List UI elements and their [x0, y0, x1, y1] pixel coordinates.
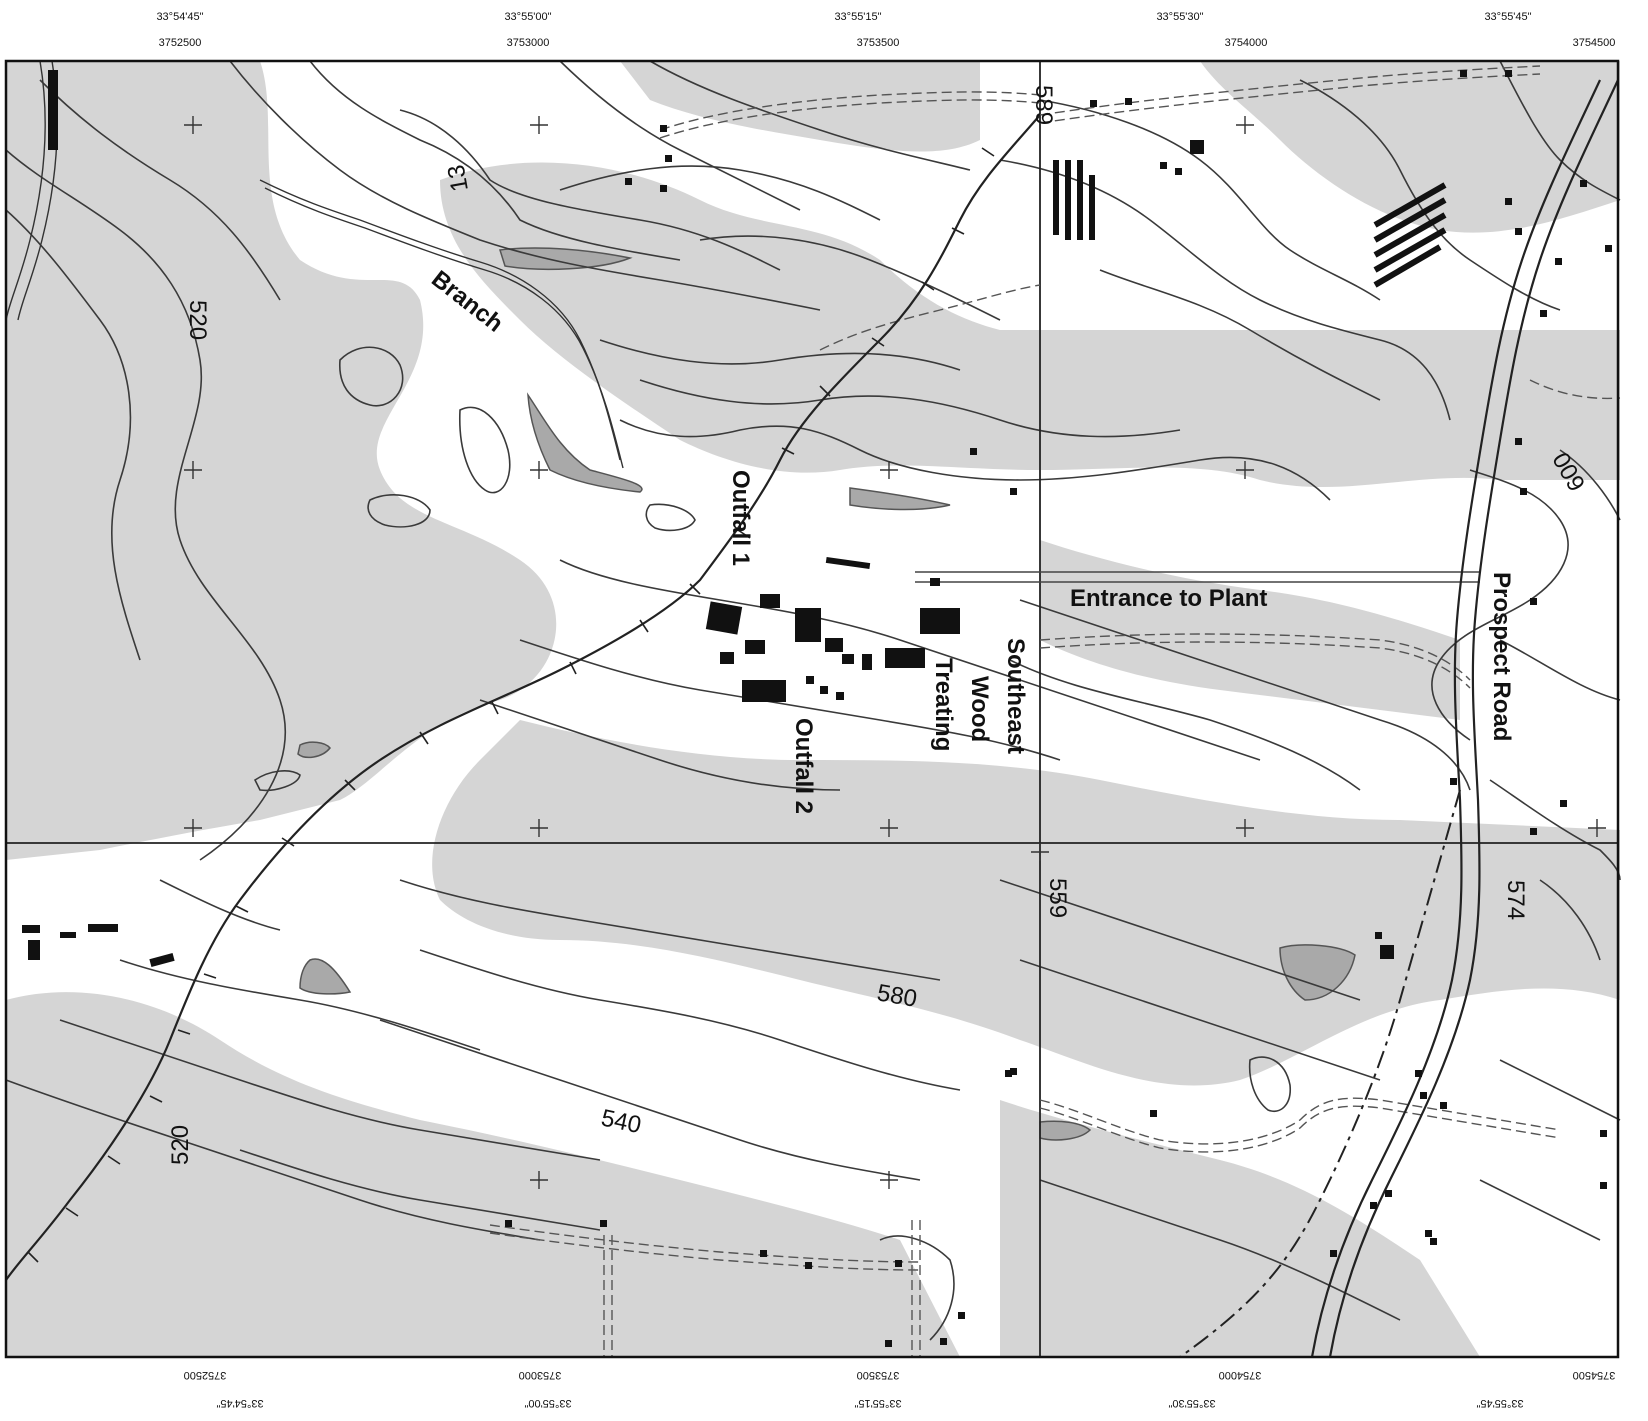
- top-lat-label-3: 33°55'15": [834, 11, 881, 23]
- water-areas: [297, 247, 1356, 1141]
- bottom-lat-label-4: 33°55'30": [1168, 1397, 1215, 1409]
- grid-lines: [6, 61, 1618, 1357]
- top-easting-label-2: 3753000: [507, 37, 550, 49]
- bottom-lat-label-3: 33°55'15": [854, 1397, 901, 1409]
- stripe-marks: [1053, 160, 1447, 288]
- outfall-1-label: Outfall 1: [727, 470, 754, 566]
- bottom-easting-label-4: 3754000: [1219, 1369, 1262, 1381]
- bottom-easting-label-1: 3752500: [184, 1369, 227, 1381]
- scattered-buildings: [505, 70, 1612, 1347]
- entrance-to-plant-label: Entrance to Plant: [1070, 585, 1267, 612]
- boundary-line: [1179, 789, 1461, 1358]
- plant-buildings: [705, 556, 960, 702]
- outfall-2-label: Outfall 2: [790, 718, 817, 814]
- entrance-road: [915, 571, 1480, 583]
- contour-lines: [5, 60, 1621, 1341]
- contour-label-589: 589: [1030, 85, 1057, 125]
- contour-label-520-top: 520: [184, 300, 211, 340]
- top-easting-label-4: 3754000: [1225, 37, 1268, 49]
- bottom-lat-label-2: 33°55'00": [524, 1397, 571, 1409]
- treating-label: Treating: [930, 658, 957, 751]
- prospect-road-line: [1310, 79, 1619, 1358]
- contour-label-520-bottom: 520: [167, 1125, 194, 1165]
- left-edge-marks: [22, 70, 175, 967]
- map-frame: [4, 59, 1620, 1359]
- bottom-lat-label-5: 33°55'45": [1476, 1397, 1523, 1409]
- southeast-label: Southeast: [1002, 638, 1029, 754]
- bottom-easting-label-5: 3754500: [1573, 1369, 1616, 1381]
- wood-label: Wood: [966, 676, 993, 742]
- top-lat-label-2: 33°55'00": [504, 11, 551, 23]
- top-lat-label-5: 33°55'45": [1484, 11, 1531, 23]
- top-easting-label-1: 3752500: [159, 37, 202, 49]
- contour-label-559: 559: [1044, 878, 1071, 918]
- top-lat-label-4: 33°55'30": [1156, 11, 1203, 23]
- contour-label-13: 13: [443, 163, 474, 194]
- top-lat-label-1: 33°54'45": [156, 11, 203, 23]
- top-easting-label-5: 3754500: [1573, 37, 1616, 49]
- railroad: [5, 114, 1041, 1281]
- top-coordinate-labels: 33°54'45" 3752500 33°55'00" 3753000 33°5…: [156, 11, 1615, 49]
- grid-crosses: [184, 116, 1606, 1189]
- bottom-easting-label-3: 3753500: [857, 1369, 900, 1381]
- bottom-coordinate-labels: 3752500 33°54'45" 3753000 33°55'00" 3753…: [184, 1369, 1616, 1409]
- contour-label-574: 574: [1502, 880, 1529, 920]
- bottom-lat-label-1: 33°54'45": [216, 1397, 263, 1409]
- bottom-easting-label-2: 3753000: [519, 1369, 562, 1381]
- top-easting-label-3: 3753500: [857, 37, 900, 49]
- prospect-road-label: Prospect Road: [1488, 572, 1515, 741]
